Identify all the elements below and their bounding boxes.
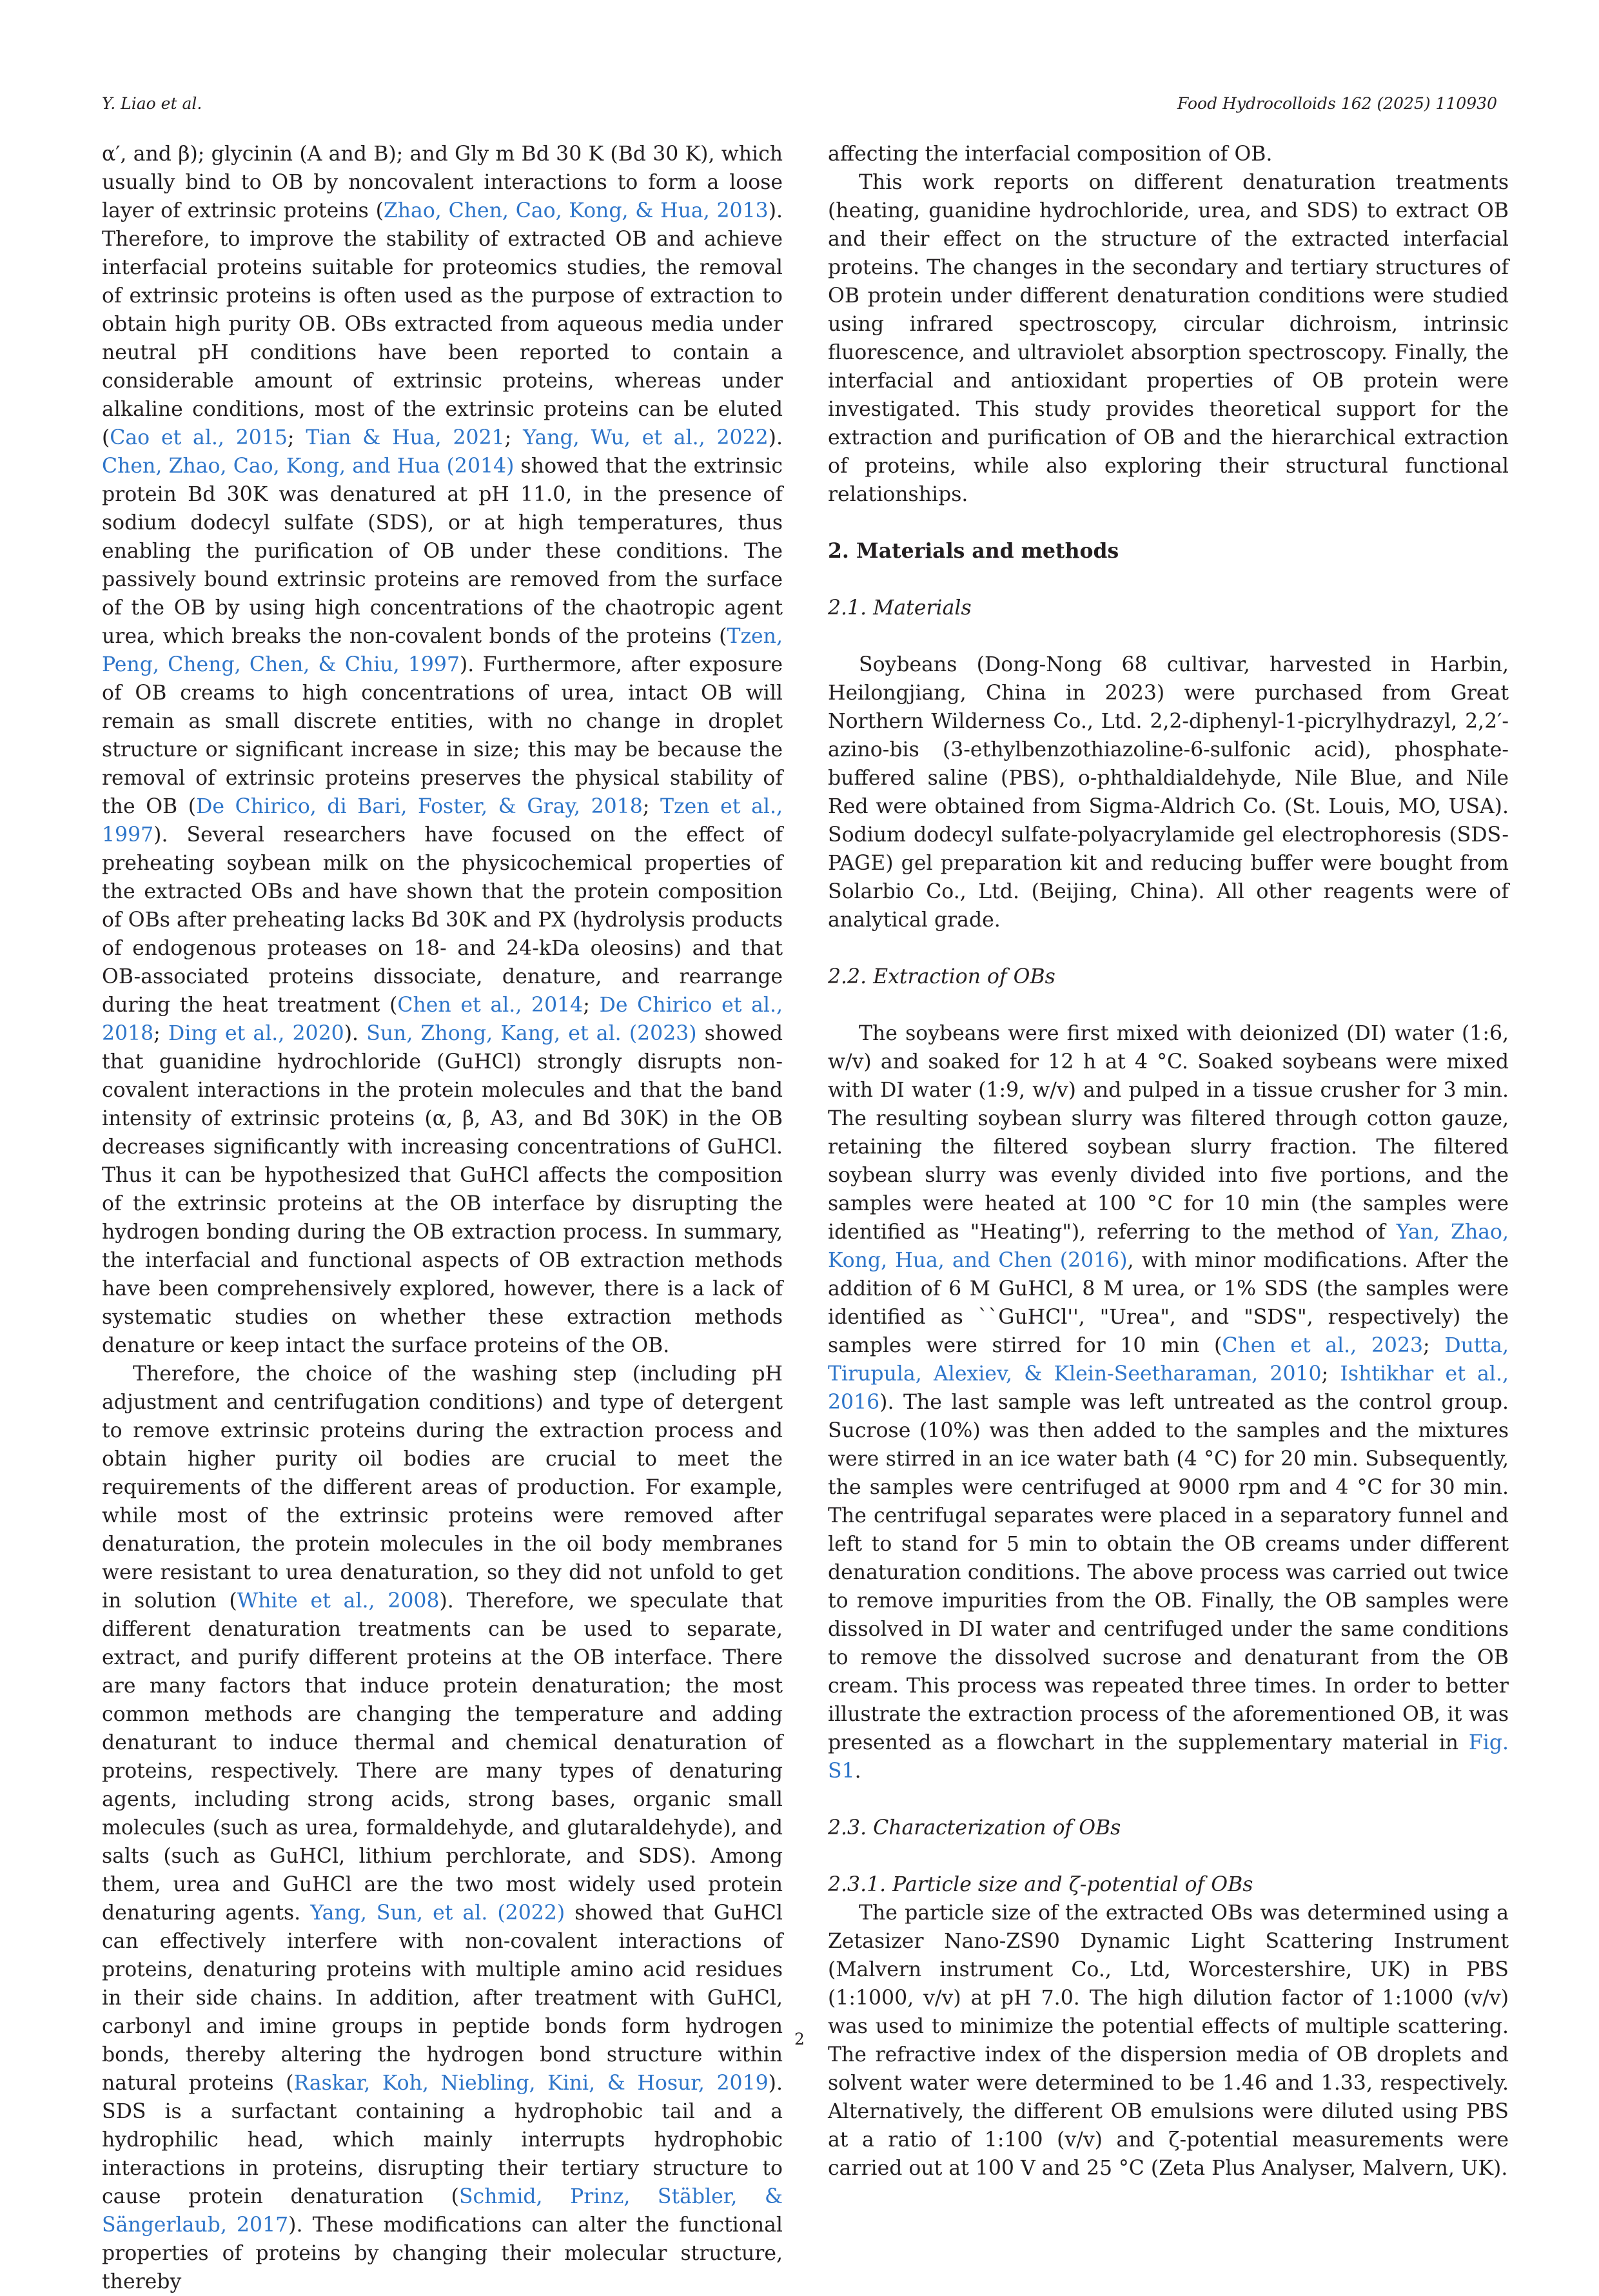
citation-link[interactable]: Tzen, Peng, Cheng, Chen, & Chiu, 1997 bbox=[102, 625, 783, 676]
subsection-heading: 2.1. Materials bbox=[828, 596, 972, 620]
citation-link[interactable]: Tian & Hua, 2021 bbox=[306, 426, 505, 449]
citation-link[interactable]: Raskar, Koh, Niebling, Kini, & Hosur, 20… bbox=[293, 2072, 769, 2095]
citation-link[interactable]: Ding et al., 2020 bbox=[168, 1022, 344, 1045]
paragraph: affecting the interfacial composition of… bbox=[828, 142, 1273, 166]
citation-link[interactable]: Cao et al., 2015 bbox=[110, 426, 288, 449]
running-head-journal: Food Hydrocolloids 162 (2025) 110930 bbox=[1177, 94, 1497, 113]
citation-link[interactable]: Sun, Zhong, Kang, et al. (2023) bbox=[366, 1022, 697, 1045]
citation-link[interactable]: De Chirico, di Bari, Foster, & Gray, 201… bbox=[196, 795, 643, 818]
citation-link[interactable]: Chen et al., 2023 bbox=[1222, 1334, 1424, 1357]
paragraph: Soybeans (Dong-Nong 68 cultivar, harvest… bbox=[828, 653, 1509, 932]
citation-link[interactable]: De Chirico et al., 2018 bbox=[102, 994, 783, 1045]
subsubsection-heading: 2.3.1. Particle size and ζ-potential of … bbox=[828, 1873, 1253, 1896]
citation-link[interactable]: Schmid, Prinz, Stäbler, & Sängerlaub, 20… bbox=[102, 2185, 783, 2237]
subsection-heading: 2.2. Extraction of OBs bbox=[828, 965, 1055, 988]
citation-link[interactable]: Yang, Sun, et al. (2022) bbox=[310, 1901, 565, 1925]
citation-link[interactable]: White et al., 2008 bbox=[237, 1589, 440, 1613]
citation-link[interactable]: Dutta, Tirupula, Alexiev, & Klein-Seetha… bbox=[828, 1334, 1509, 1386]
section-heading: 2. Materials and methods bbox=[828, 539, 1119, 563]
left-column: α′, and β); glycinin (A and B); and Gly … bbox=[102, 140, 783, 2296]
citation-link[interactable]: Yang, Wu, et al., 2022 bbox=[523, 426, 769, 449]
citation-link[interactable]: Fig. S1 bbox=[828, 1731, 1509, 1783]
citation-link[interactable]: Chen et al., 2014 bbox=[397, 994, 584, 1017]
page-number: 2 bbox=[794, 2030, 805, 2048]
paragraph: Therefore, the choice of the washing ste… bbox=[102, 1362, 783, 2293]
citation-link[interactable]: Chen, Zhao, Cao, Kong, and Hua (2014) bbox=[102, 455, 515, 478]
citation-link[interactable]: Yan, Zhao, Kong, Hua, and Chen (2016) bbox=[828, 1221, 1509, 1272]
citation-link[interactable]: Ishtikhar et al., 2016 bbox=[828, 1362, 1509, 1414]
subsection-heading: 2.3. Characterization of OBs bbox=[828, 1816, 1121, 1840]
citation-link[interactable]: Tzen et al., 1997 bbox=[102, 795, 783, 847]
paragraph: This work reports on different denaturat… bbox=[828, 171, 1509, 506]
running-head-authors: Y. Liao et al. bbox=[102, 94, 202, 113]
paragraph: α′, and β); glycinin (A and B); and Gly … bbox=[102, 142, 783, 1357]
paragraph: The soybeans were first mixed with deion… bbox=[828, 1022, 1509, 1783]
citation-link[interactable]: Zhao, Chen, Cao, Kong, & Hua, 2013 bbox=[383, 199, 769, 222]
right-column: affecting the interfacial composition of… bbox=[828, 140, 1509, 2183]
